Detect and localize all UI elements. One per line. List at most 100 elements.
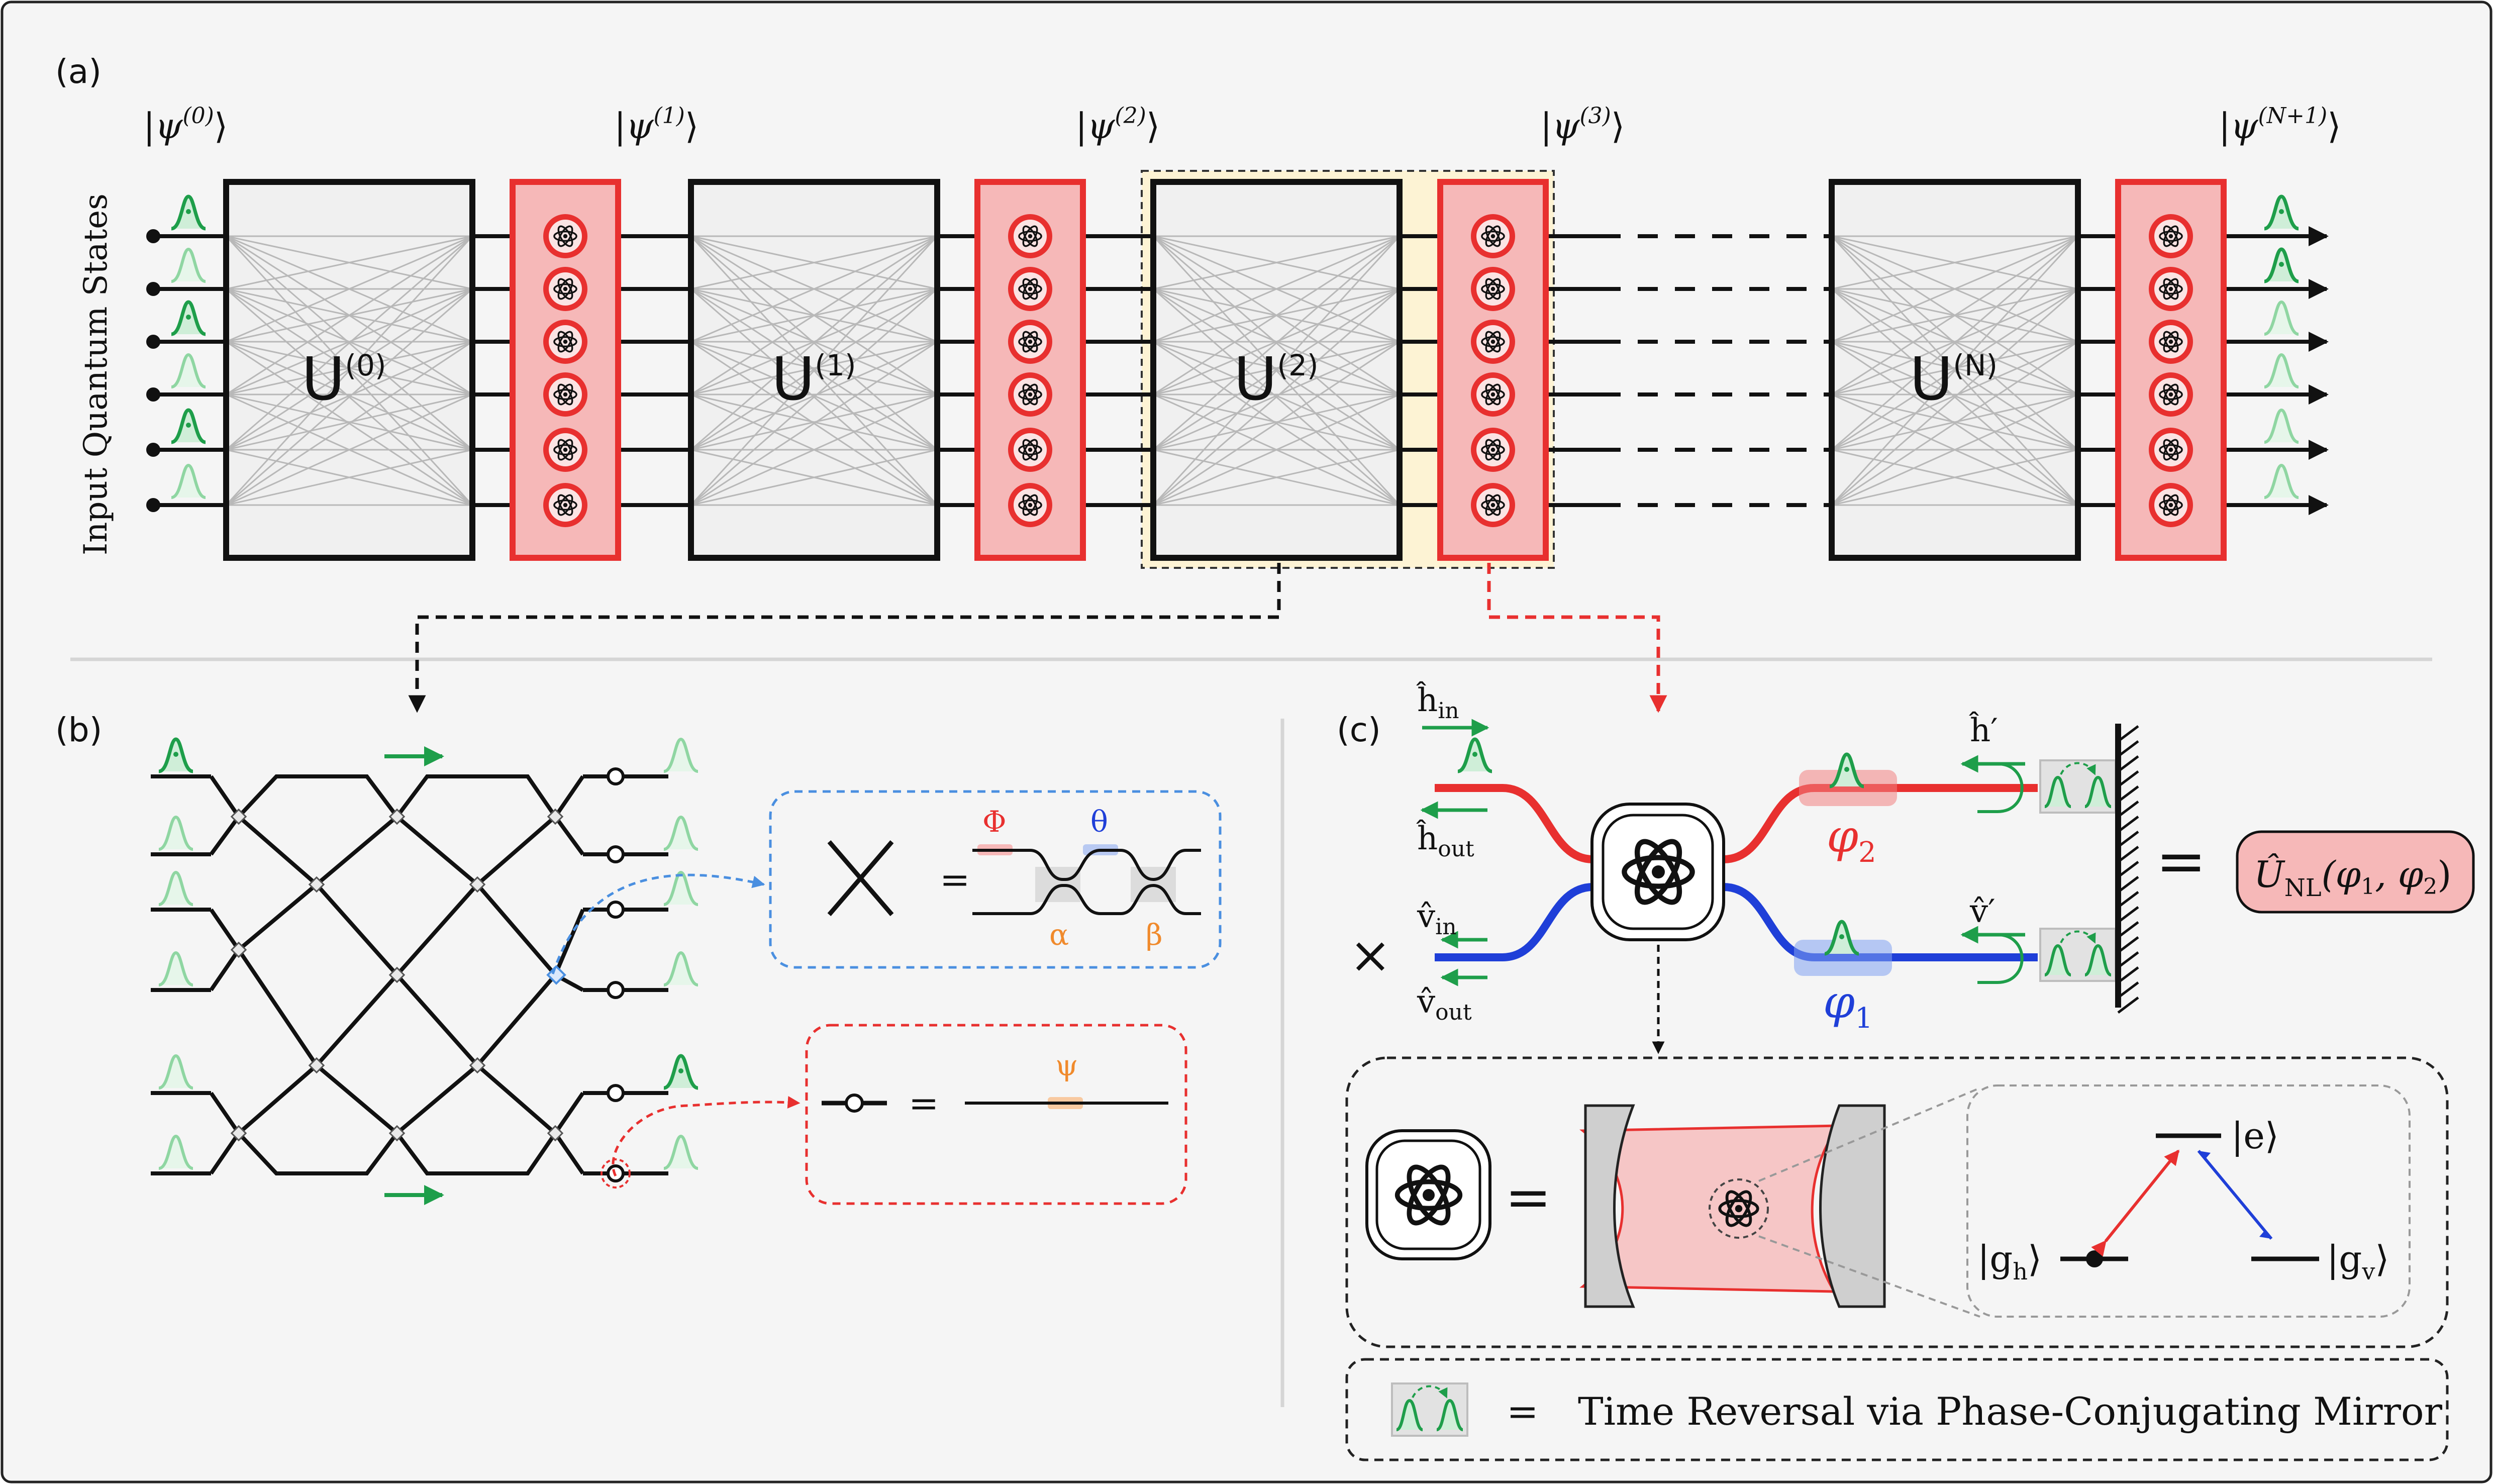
label-level-gv: |gv⟩: [2327, 1238, 2389, 1285]
beamsplitter-node: [547, 1125, 564, 1142]
phaseshifter-inset: [805, 1024, 1187, 1205]
unitary-label-n: U(N): [1910, 344, 1998, 414]
mesh-connection: [690, 235, 938, 506]
cross-symbol: ×: [1349, 926, 1391, 984]
mesh-connection: [1153, 341, 1400, 395]
nonlinear-element: [2149, 483, 2193, 527]
mirror-wall: [2115, 724, 2139, 1014]
mesh-path: [209, 774, 585, 992]
ket-psi-n-plus-1: |ψ(N+1)⟩: [2219, 103, 2341, 147]
loop-h: [1977, 762, 2024, 813]
mesh-connection: [1831, 235, 2078, 343]
mesh-connection: [226, 235, 473, 395]
unitary-box-frame: [1829, 179, 2081, 561]
nonlinear-element: [1471, 320, 1515, 364]
zoom-arrow-to-b: [408, 563, 1281, 713]
label-v-in: v̂in: [1417, 898, 1457, 940]
nonlinear-element: [1008, 483, 1052, 527]
nonlinear-element: [2149, 214, 2193, 258]
svg-text:|ψ(1)⟩: |ψ(1)⟩: [614, 103, 699, 147]
beamsplitter-node: [230, 808, 247, 825]
mesh-connection: [1831, 235, 2078, 395]
atom-cavity-node: [1590, 803, 1725, 941]
transition-v-head-bottom: [2259, 1230, 2271, 1239]
unitary-box-2: [1150, 179, 1403, 561]
nonlinear-element: [1008, 320, 1052, 364]
mirror-hatch: [2117, 951, 2139, 968]
unl-label: ÛNL(φ1, φ2): [2254, 853, 2451, 902]
mesh-connection: [226, 288, 473, 451]
nonlinear-layer-3: [1437, 179, 1549, 561]
mesh-connection: [690, 288, 938, 506]
mesh-path: [209, 909, 585, 1175]
beamsplitter-symbol: [827, 840, 894, 916]
unitary-box-frame: [1150, 179, 1403, 561]
nonlinear-element: [2149, 428, 2193, 472]
phase-shifter: [607, 767, 625, 785]
nonlinear-element: [2149, 267, 2193, 311]
beamsplitter-node: [230, 941, 247, 958]
pcm-icon-v: [2040, 929, 2116, 981]
nonlinear-element: [543, 372, 587, 417]
unitary-box-n: [1829, 179, 2081, 561]
phase-beta-label: β: [1146, 918, 1163, 952]
ket-psi-1: |ψ(1)⟩: [614, 103, 699, 147]
phase-shifter: [607, 845, 625, 863]
beamsplitter-node: [547, 808, 564, 825]
label-phi2: φ2: [1827, 810, 1876, 869]
nonlinear-layer-2: [974, 179, 1086, 561]
mesh-connection: [1831, 288, 2078, 506]
mzi-diagram: [972, 844, 1201, 915]
phase-shifter: [607, 1084, 625, 1102]
mesh-connection: [1831, 393, 2078, 506]
mesh-connection: [225, 235, 473, 506]
legend-text: Time Reversal via Phase-Conjugating Mirr…: [1578, 1389, 2443, 1434]
svg-text:|ψ(2)⟩: |ψ(2)⟩: [1075, 103, 1160, 147]
bs-equals: =: [940, 858, 970, 901]
transition-v-head-top: [2199, 1151, 2211, 1160]
mirror-hatch: [2117, 846, 2139, 863]
mesh-connection: [226, 341, 473, 395]
mesh-connection: [226, 341, 473, 451]
phase-theta-label: θ: [1090, 805, 1108, 839]
mesh-connection: [226, 235, 473, 451]
beamsplitter-node: [388, 966, 406, 983]
mesh-connection: [1153, 288, 1400, 451]
beamsplitter-node: [388, 808, 406, 825]
ket-psi-0: |ψ(0)⟩: [143, 103, 228, 147]
zoom-line-bottom: [1758, 1235, 1980, 1318]
transition-v: [2197, 1150, 2273, 1240]
mesh-connection: [690, 235, 938, 451]
input-states-label: Input Quantum States: [77, 193, 115, 555]
mode-input-dot: [146, 282, 160, 296]
beamsplitter-node: [308, 876, 325, 893]
mesh-connection: [690, 288, 938, 395]
nonlinear-element: [543, 483, 587, 527]
mesh-connection: [690, 449, 938, 506]
legend-box: [1345, 1358, 2449, 1461]
ps-equals: =: [909, 1082, 939, 1124]
mirror-hatch: [2117, 981, 2139, 999]
mesh-connection: [1153, 235, 1400, 290]
mirror-hatch: [2117, 785, 2139, 803]
label-h-in: ĥin: [1416, 681, 1459, 724]
highlighted-phase-shifter: [601, 1158, 631, 1189]
population-dot: [2086, 1250, 2103, 1267]
mirror-hatch: [2117, 861, 2139, 878]
mesh-connection: [226, 288, 473, 506]
cavity-equals: =: [1505, 1165, 1551, 1229]
mirror-hatch: [2117, 816, 2139, 833]
mesh-connection: [1831, 235, 2078, 451]
unitary-box-frame: [688, 179, 940, 561]
mesh-connection: [1153, 288, 1400, 395]
mesh-connection: [1153, 235, 1400, 451]
phase-psi-label: ψ: [1055, 1048, 1078, 1082]
nonlinear-element: [1471, 372, 1515, 417]
mesh-connection: [1831, 449, 2078, 506]
label-level-gh: |gh⟩: [1977, 1238, 2042, 1285]
mesh-connection: [226, 235, 473, 290]
mesh-connection: [226, 393, 473, 506]
mesh-connection: [1831, 341, 2078, 506]
equals-unl: =: [2156, 827, 2207, 897]
mesh-connection: [1153, 341, 1400, 451]
